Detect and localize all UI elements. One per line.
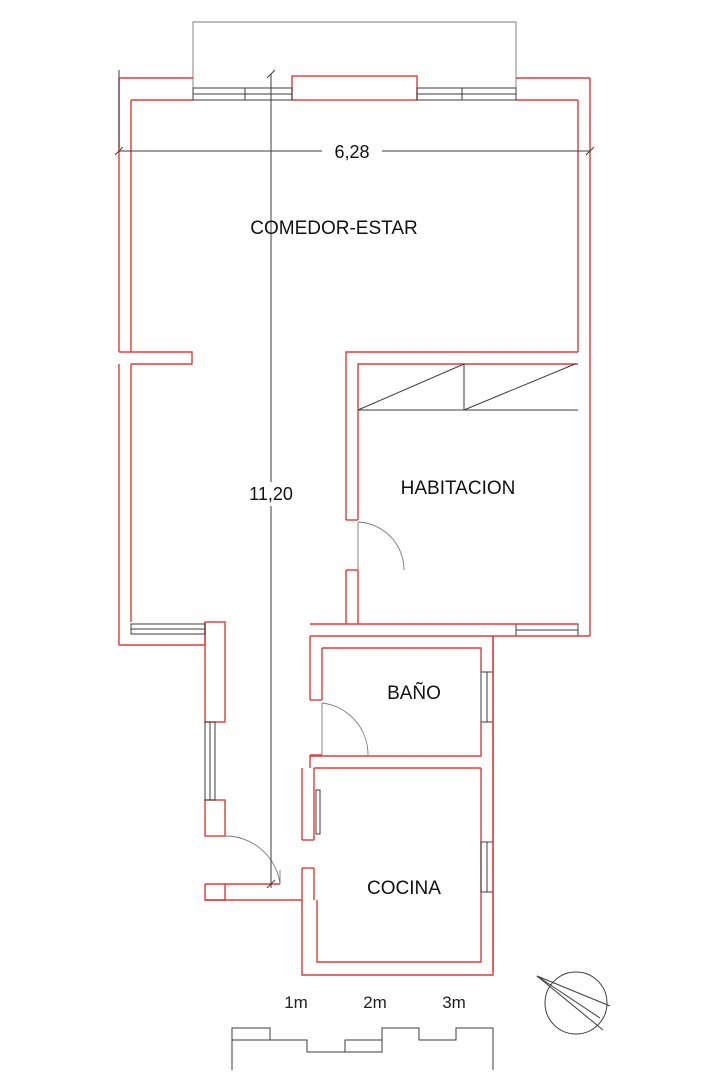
scale-label-2m: 2m [363,993,387,1012]
north-arrow-icon [536,971,611,1035]
scale-label-1m: 1m [284,993,308,1012]
window-bano [480,671,494,723]
door-entrance [224,835,281,885]
window-lower-left [130,623,206,635]
window-top-left [192,87,293,101]
wardrobe [357,363,578,411]
door-habitacion [357,521,405,571]
door-cocina-sliding [315,789,321,835]
window-corridor [204,721,216,801]
dimension-length: 11,20 [118,69,306,889]
dimension-length-label: 11,20 [249,484,293,504]
window-cocina [480,841,494,893]
window-top-right [416,87,517,101]
bano-walls [309,636,494,972]
door-bano [321,702,369,756]
scale-label-3m: 3m [442,993,466,1012]
room-label-cocina: COCINA [367,878,441,899]
cocina-walls [301,768,315,900]
habitacion-walls [310,351,590,637]
room-label-comedor: COMEDOR-ESTAR [250,218,417,239]
dimension-width: 6,28 [114,140,595,162]
scale-bar: 1m 2m 3m [231,993,494,1070]
room-label-habitacion: HABITACION [401,478,516,499]
window-habitacion [515,623,579,637]
balcony [192,21,517,88]
exterior-walls [118,75,591,976]
room-label-bano: BAÑO [387,682,441,704]
dimension-width-label: 6,28 [334,142,369,162]
